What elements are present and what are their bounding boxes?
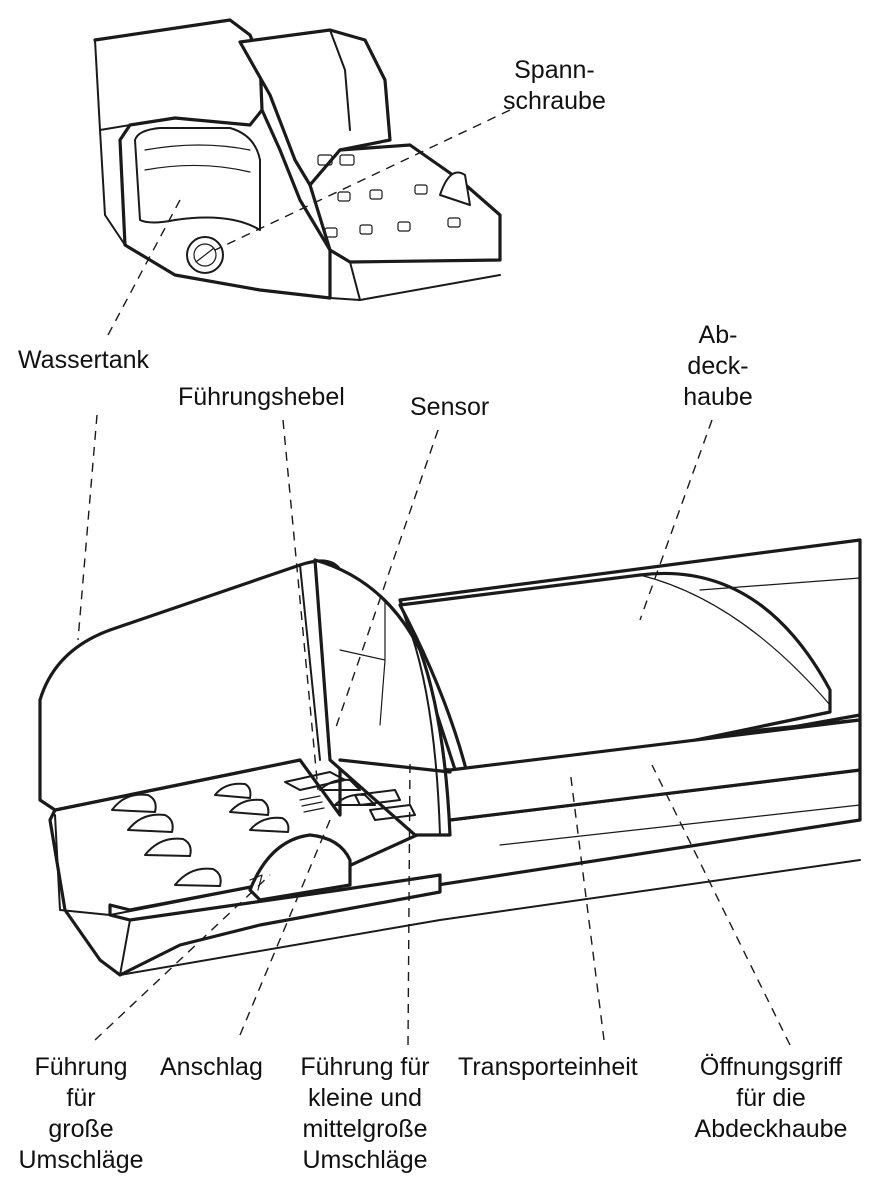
label-line: deck- bbox=[687, 352, 749, 380]
leader-lines bbox=[77, 109, 791, 1046]
label-fuehrung-gross: Führung für große Umschläge bbox=[5, 1052, 157, 1176]
label-line: Ab- bbox=[698, 321, 738, 349]
leader-spannschraube bbox=[214, 109, 511, 251]
label-wassertank: Wassertank bbox=[18, 345, 149, 376]
detail-view-water-tank bbox=[93, 18, 502, 301]
label-line: haube bbox=[683, 383, 753, 411]
label-line: Anschlag bbox=[160, 1053, 263, 1081]
label-line: Transporteinheit bbox=[458, 1053, 638, 1081]
label-sensor: Sensor bbox=[410, 392, 489, 423]
label-spannschraube: Spann- schraube bbox=[503, 55, 606, 117]
leader-oeffnungsgriff bbox=[651, 764, 791, 1046]
leader-sensor bbox=[334, 429, 439, 731]
label-line: Umschläge bbox=[302, 1146, 428, 1174]
leader-fuehrungshebel bbox=[282, 419, 319, 791]
label-line: Wassertank bbox=[18, 346, 150, 374]
label-line: Spann- bbox=[514, 56, 595, 84]
label-line: Führungshebel bbox=[178, 383, 345, 411]
label-line: für bbox=[66, 1084, 96, 1112]
label-line: kleine und bbox=[308, 1084, 422, 1112]
label-line: große bbox=[48, 1115, 114, 1143]
label-line: Öffnungsgriff bbox=[699, 1053, 843, 1081]
label-oeffnungsgriff: Öffnungsgriff für die Abdeckhaube bbox=[676, 1052, 866, 1145]
label-line: für die bbox=[736, 1084, 806, 1112]
label-line: schraube bbox=[503, 87, 606, 115]
label-line: Abdeckhaube bbox=[694, 1115, 848, 1143]
leader-wassertank-main bbox=[77, 414, 98, 641]
label-fuehrung-klein: Führung für kleine und mittelgroße Umsch… bbox=[285, 1052, 445, 1176]
label-line: Sensor bbox=[410, 393, 490, 421]
leader-abdeckhaube bbox=[639, 419, 713, 621]
main-view-machine bbox=[38, 538, 862, 977]
label-abdeckhaube: Ab- deck- haube bbox=[668, 320, 768, 413]
label-line: Umschläge bbox=[18, 1146, 144, 1174]
label-line: Führung für bbox=[300, 1053, 430, 1081]
label-fuehrungshebel: Führungshebel bbox=[178, 382, 345, 413]
leader-transporteinheit bbox=[569, 769, 605, 1041]
label-anschlag: Anschlag bbox=[160, 1052, 263, 1083]
label-transporteinheit: Transporteinheit bbox=[458, 1052, 638, 1083]
leader-anschlag bbox=[239, 819, 331, 1036]
leader-fuehrung-gross bbox=[94, 874, 271, 1041]
label-line: mittelgroße bbox=[302, 1115, 428, 1143]
label-line: Führung bbox=[34, 1053, 128, 1081]
